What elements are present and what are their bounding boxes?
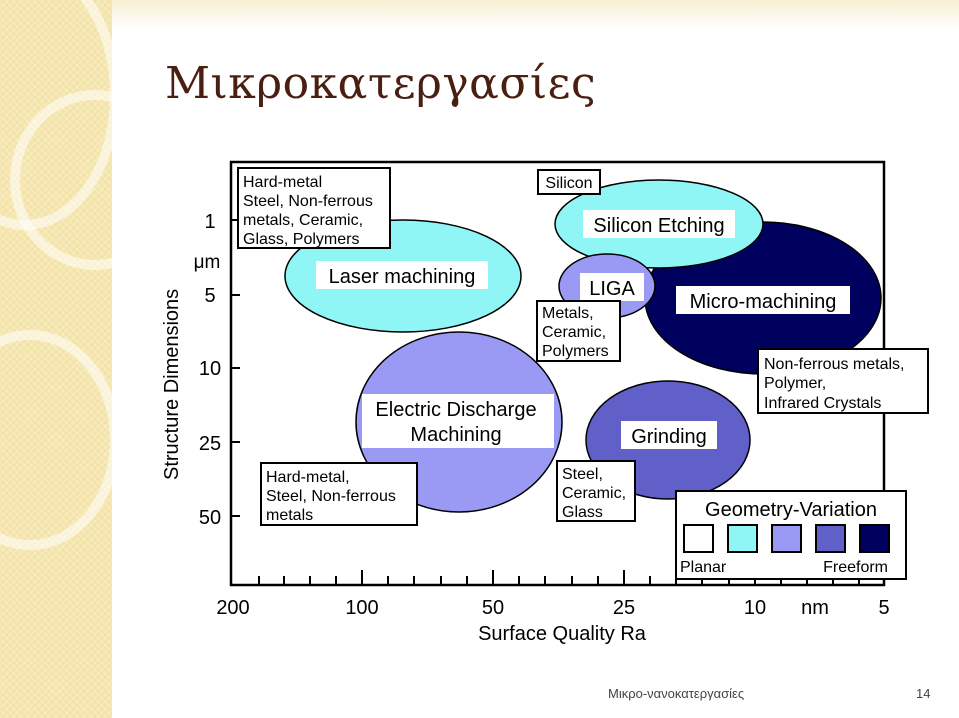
svg-text:Metals,: Metals, (542, 305, 594, 322)
svg-text:Ceramic,: Ceramic, (542, 324, 606, 341)
x-tick-label: 200 (216, 597, 249, 619)
geometry-variation-legend: Geometry-Variation Planar Freeform (675, 490, 907, 580)
edm-label: Electric Discharge Machining (362, 394, 554, 448)
svg-text:Laser machining: Laser machining (329, 266, 476, 288)
legend-swatch (727, 524, 758, 553)
legend-swatch (815, 524, 846, 553)
svg-text:Grinding: Grinding (631, 426, 707, 448)
svg-text:metals: metals (266, 507, 313, 524)
silicon-etching-label: Silicon Etching (583, 210, 735, 238)
svg-text:Micro-machining: Micro-machining (690, 291, 837, 313)
edm-materials-box: Hard-metal, Steel, Non-ferrous metals (260, 462, 418, 526)
legend-swatch (859, 524, 890, 553)
x-tick-label: 5 (878, 597, 889, 619)
laser-machining-label: Laser machining (316, 261, 488, 289)
y-tick-label: 1 (204, 211, 215, 233)
svg-text:Polymer,: Polymer, (764, 375, 826, 392)
x-axis-title: Surface Quality Ra (478, 623, 647, 645)
svg-text:Infrared Crystals: Infrared Crystals (764, 395, 881, 412)
legend-swatch (683, 524, 714, 553)
x-tick-label: 100 (345, 597, 378, 619)
liga-label: LIGA (580, 273, 644, 301)
svg-text:Silicon: Silicon (545, 175, 592, 192)
liga-materials-box: Metals, Ceramic, Polymers (536, 300, 621, 362)
micro-machining-label: Micro-machining (676, 286, 850, 314)
silicon-materials-box: Silicon (537, 169, 601, 195)
legend-right-label: Freeform (823, 559, 888, 576)
y-tick-label: 5 (204, 285, 215, 307)
y-tick-label: 25 (199, 433, 221, 455)
x-tick-label: 10 (744, 597, 766, 619)
micro-materials-box: Non-ferrous metals, Polymer, Infrared Cr… (757, 348, 929, 414)
svg-text:Glass, Polymers: Glass, Polymers (243, 231, 359, 248)
grinding-label: Grinding (621, 421, 717, 449)
y-axis-title: Structure Dimensions (161, 289, 183, 480)
legend-title: Geometry-Variation (705, 499, 877, 521)
svg-text:Steel, Non-ferrous: Steel, Non-ferrous (243, 193, 373, 210)
laser-materials-box: Hard-metal Steel, Non-ferrous metals, Ce… (237, 167, 391, 249)
svg-text:Electric Discharge: Electric Discharge (375, 399, 536, 421)
y-axis-unit: μm (194, 252, 221, 273)
svg-text:Polymers: Polymers (542, 343, 609, 360)
y-tick-label: 50 (199, 507, 221, 529)
page-number: 14 (916, 686, 931, 701)
svg-text:Steel, Non-ferrous: Steel, Non-ferrous (266, 488, 396, 505)
decorative-swirl (0, 330, 112, 550)
legend-swatch (771, 524, 802, 553)
svg-text:Machining: Machining (410, 424, 501, 446)
x-tick-label: 50 (482, 597, 504, 619)
legend-left-label: Planar (680, 559, 727, 576)
svg-text:Silicon Etching: Silicon Etching (593, 215, 724, 237)
svg-text:Hard-metal: Hard-metal (243, 174, 322, 191)
slide-title: Μικροκατεργασίες (165, 58, 597, 109)
grinding-materials-box: Steel, Ceramic, Glass (556, 460, 636, 522)
x-axis-unit: nm (801, 597, 829, 619)
svg-text:metals, Ceramic,: metals, Ceramic, (243, 212, 363, 229)
svg-text:Steel,: Steel, (562, 466, 603, 483)
svg-text:Glass: Glass (562, 504, 603, 521)
y-tick-label: 10 (199, 358, 221, 380)
svg-text:Non-ferrous metals,: Non-ferrous metals, (764, 356, 905, 373)
svg-text:LIGA: LIGA (589, 278, 635, 300)
svg-text:Ceramic,: Ceramic, (562, 485, 626, 502)
decorative-side-strip (0, 0, 112, 718)
slide-footer: Μικρο-νανοκατεργασίες (608, 686, 745, 701)
decorative-top-band (112, 0, 959, 30)
svg-text:Hard-metal,: Hard-metal, (266, 469, 350, 486)
x-tick-label: 25 (613, 597, 635, 619)
